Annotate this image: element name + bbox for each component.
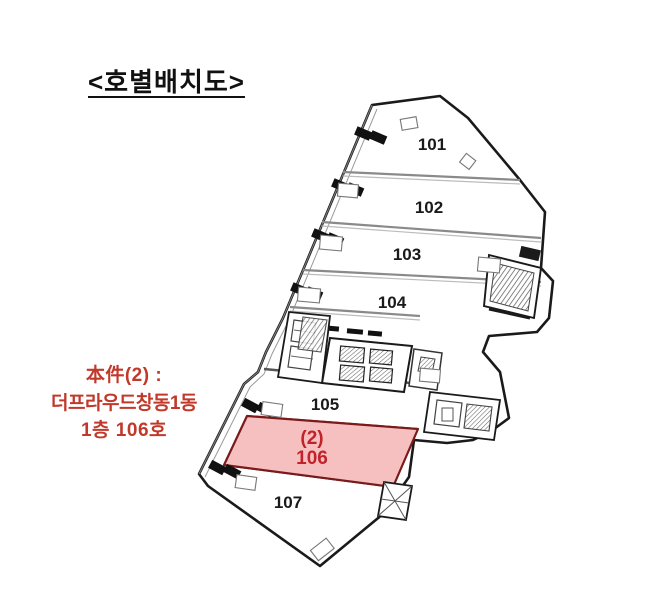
service-rooms-southeast <box>422 391 502 441</box>
unit-label-101: 101 <box>418 135 446 154</box>
subject-callout-line-1: 本件(2) : <box>85 365 163 386</box>
restroom-core-west <box>276 311 332 385</box>
unit-label-107: 107 <box>274 493 302 512</box>
facade-window-marks <box>208 116 502 562</box>
page-title: <호별배치도> <box>88 67 245 97</box>
unit-label-103: 103 <box>393 245 421 264</box>
building-outline <box>197 94 555 568</box>
unit-labels: 101 102 103 104 105 107 <box>274 135 446 512</box>
subject-callout-line-3: 1층 106호 <box>80 420 167 442</box>
subject-callout: 本件(2) : 더프라우드창동1동 1층 106호 <box>18 362 230 445</box>
unit-label-106: 106 <box>296 448 328 469</box>
elevator-core-center <box>320 325 443 394</box>
unit-106-marker: (2) 106 <box>296 428 328 469</box>
unit-label-105: 105 <box>311 395 339 414</box>
unit-106-tag: (2) <box>300 428 323 449</box>
unit-label-104: 104 <box>378 293 407 312</box>
subject-callout-line-2: 더프라우드창동1동 <box>51 392 197 414</box>
exterior-wall-northwest <box>198 104 378 478</box>
stair-core-southeast <box>376 480 414 522</box>
unit-label-102: 102 <box>415 198 443 217</box>
